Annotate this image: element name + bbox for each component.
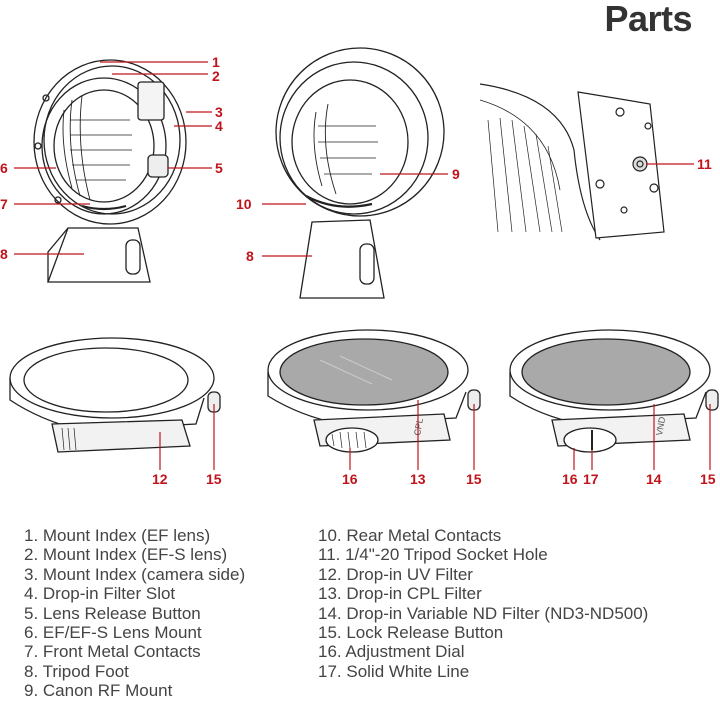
bottom-left-callout-lines <box>159 404 215 470</box>
vnd-filter-glass <box>521 338 691 406</box>
legend-right-column: 10. Rear Metal Contacts 11. 1/4"-20 Trip… <box>318 526 648 681</box>
legend-item-15: 15. Lock Release Button <box>318 623 504 643</box>
top-middle-callout-lines <box>262 173 448 257</box>
callout-6: 6 <box>0 160 8 176</box>
front-contacts <box>81 204 127 211</box>
legend-item-17: 17. Solid White Line <box>318 661 470 681</box>
page-title: Parts <box>604 0 692 39</box>
lens-mount-ring <box>41 77 167 215</box>
legend-item-7: 7. Front Metal Contacts <box>24 642 201 662</box>
vnd-adjust-dial <box>563 427 617 453</box>
cpl-adjust-dial <box>325 427 379 453</box>
vnd-marking: VND <box>654 415 667 436</box>
top-left-callout-lines <box>14 61 212 255</box>
legend-item-4: 4. Drop-in Filter Slot <box>24 584 176 604</box>
legend-item-1: 1. Mount Index (EF lens) <box>24 526 211 545</box>
tripod-socket-hole <box>632 156 648 172</box>
callout-15-left: 15 <box>206 471 222 487</box>
callout-17: 17 <box>583 471 599 487</box>
bottom-middle-callout-lines <box>349 400 475 470</box>
legend-item-14: 14. Drop-in Variable ND Filter (ND3-ND50… <box>318 603 649 623</box>
legend-item-8: 8. Tripod Foot <box>24 661 129 681</box>
uv-filter-glass <box>23 347 189 413</box>
adapter-rear-view <box>275 47 445 299</box>
legend-item-10: 10. Rear Metal Contacts <box>318 526 502 545</box>
legend-item-16: 16. Adjustment Dial <box>318 642 465 662</box>
callout-1: 1 <box>212 54 220 70</box>
legend-item-5: 5. Lens Release Button <box>24 603 201 623</box>
cpl-filter-drawing <box>267 329 481 453</box>
callout-10: 10 <box>236 196 252 212</box>
callout-16-middle: 16 <box>342 471 358 487</box>
tripod-socket-closeup <box>479 83 665 241</box>
callout-5: 5 <box>215 160 223 176</box>
callout-16-right: 16 <box>562 471 578 487</box>
callout-13: 13 <box>410 471 426 487</box>
legend-item-6: 6. EF/EF-S Lens Mount <box>24 623 202 643</box>
legend-item-13: 13. Drop-in CPL Filter <box>318 584 482 604</box>
callout-3: 3 <box>215 104 223 120</box>
legend-item-2: 2. Mount Index (EF-S lens) <box>24 545 228 565</box>
adapter-front-view <box>33 59 187 283</box>
callout-15-right: 15 <box>700 471 716 487</box>
callout-9: 9 <box>452 166 460 182</box>
vnd-lock-button <box>705 389 719 411</box>
rf-mount-inner <box>291 79 409 205</box>
rear-contacts <box>305 194 373 208</box>
callout-12: 12 <box>152 471 168 487</box>
parts-diagram: CPL VND 1 2 3 4 5 <box>0 47 719 487</box>
lens-release-button <box>147 154 169 178</box>
tripod-foot-block <box>577 91 665 239</box>
callout-15-middle: 15 <box>466 471 482 487</box>
uv-filter-frame <box>9 337 215 419</box>
legend-item-9: 9. Canon RF Mount <box>24 681 173 701</box>
callout-4: 4 <box>215 118 223 134</box>
callout-7: 7 <box>0 196 8 212</box>
callout-14: 14 <box>646 471 662 487</box>
tripod-foot-rear <box>299 219 385 299</box>
legend-item-12: 12. Drop-in UV Filter <box>318 564 473 584</box>
vnd-filter-drawing <box>509 329 719 453</box>
bottom-right-callout-lines <box>573 404 711 470</box>
callout-11: 11 <box>697 156 712 172</box>
uv-filter-drawing <box>9 337 221 453</box>
callout-8-middle: 8 <box>246 248 254 264</box>
tripod-foot <box>47 227 151 283</box>
uv-filter-handle <box>51 419 191 453</box>
legend-item-11: 11. 1/4"-20 Tripod Socket Hole <box>318 545 548 565</box>
legend-left-column: 1. Mount Index (EF lens) 2. Mount Index … <box>24 526 245 701</box>
legend-item-3: 3. Mount Index (camera side) <box>24 564 246 584</box>
callout-8-left: 8 <box>0 246 8 262</box>
filter-slot <box>137 81 165 121</box>
callout-numbers: 1 2 3 4 5 6 7 8 9 10 8 11 12 15 16 13 15… <box>0 54 716 487</box>
callout-2: 2 <box>212 68 220 84</box>
cpl-filter-glass <box>279 338 449 406</box>
